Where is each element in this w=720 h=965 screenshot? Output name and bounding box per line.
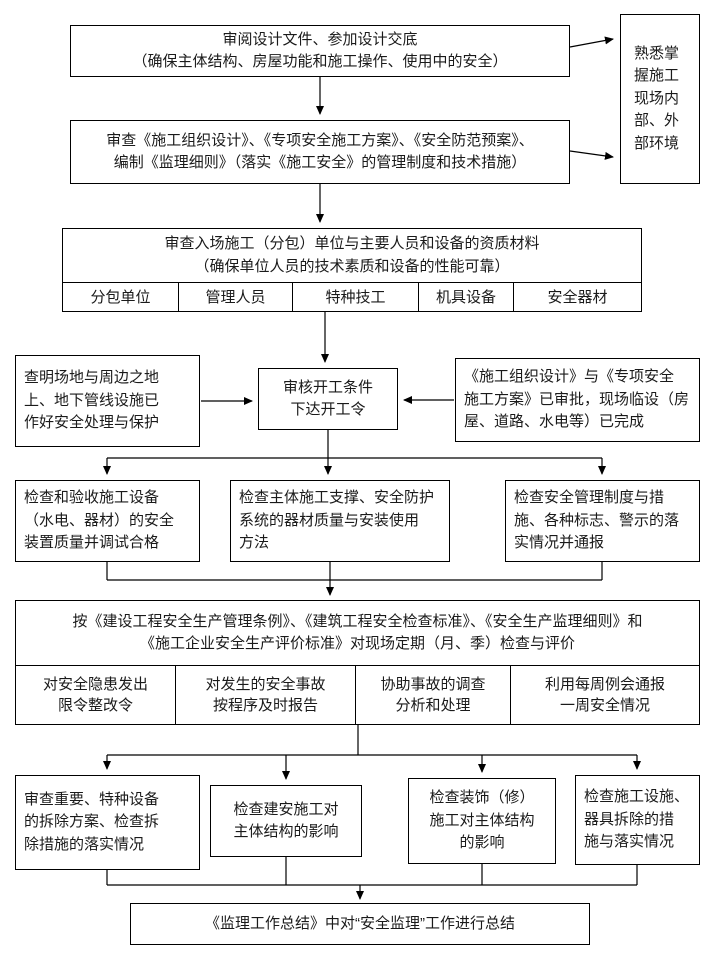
- qualification-cell: 机具设备: [419, 283, 514, 311]
- qualification-box: 审查入场施工（分包）单位与主要人员和设备的资质材料 （确保单位人员的技术素质和设…: [62, 228, 642, 312]
- periodic-title: 按《建设工程安全生产管理条例》、《建筑工程安全检查标准》、《安全生产监理细则》和…: [16, 601, 699, 666]
- qualification-cell: 特种技工: [293, 283, 419, 311]
- qualification-title: 审查入场施工（分包）单位与主要人员和设备的资质材料 （确保单位人员的技术素质和设…: [63, 229, 641, 283]
- periodic-cell: 利用每周例会通报 一周安全情况: [544, 676, 665, 714]
- periodic-inspection-box: 按《建设工程安全生产管理条例》、《建筑工程安全检查标准》、《安全生产监理细则》和…: [15, 600, 700, 725]
- qualification-cell: 管理人员: [179, 283, 293, 311]
- master-environment-box: 熟悉掌握施工现场内部、外部环境: [620, 14, 700, 184]
- demolition-review-box: 审查重要、特种设备 的拆除方案、检查拆 除措施的落实情况: [15, 775, 200, 870]
- qualification-cell: 安全器材: [547, 288, 608, 306]
- qualification-cell: 分包单位: [63, 283, 179, 311]
- check-equipment-box: 检查和验收施工设备 （水电、器材）的安全 装置质量并调试合格: [15, 480, 200, 562]
- plan-approved-box: 《施工组织设计》与《专项安全 施工方案》已审批，现场临设（房 屋、道路、水电等）…: [455, 358, 700, 442]
- periodic-cell: 对安全隐患发出 限令整改令: [16, 666, 176, 724]
- start-condition-box: 审核开工条件 下达开工令: [258, 368, 398, 430]
- review-design-box: 审阅设计文件、参加设计交底 （确保主体结构、房屋功能和施工操作、使用中的安全）: [70, 25, 570, 77]
- check-decoration-box: 检查装饰（修） 施工对主体结构 的影响: [408, 778, 556, 864]
- check-facility-removal-box: 检查施工设施、 器具拆除的措 施与落实情况: [575, 775, 700, 865]
- summary-box: 《监理工作总结》中对“安全监理”工作进行总结: [130, 903, 590, 945]
- check-support-box: 检查主体施工支撑、安全防护 系统的器材质量与安装使用 方法: [230, 480, 450, 562]
- periodic-cells: 对安全隐患发出 限令整改令 对发生的安全事故 按程序及时报告 协助事故的调查 分…: [16, 666, 699, 724]
- flow-lines: [103, 36, 641, 900]
- qualification-cells: 分包单位 管理人员 特种技工 机具设备 安全器材: [63, 283, 641, 311]
- periodic-cell: 对发生的安全事故 按程序及时报告: [176, 666, 356, 724]
- site-survey-box: 查明场地与周边之地 上、地下管线设施已 作好安全处理与保护: [15, 355, 200, 447]
- check-management-box: 检查安全管理制度与措 施、各种标志、警示的落 实情况并通报: [505, 480, 700, 562]
- review-plans-box: 审查《施工组织设计》、《专项安全施工方案》、《安全防范预案》、 编制《监理细则》…: [70, 120, 570, 184]
- check-construction-box: 检查建安施工对 主体结构的影响: [210, 785, 362, 857]
- periodic-cell: 协助事故的调查 分析和处理: [356, 666, 511, 724]
